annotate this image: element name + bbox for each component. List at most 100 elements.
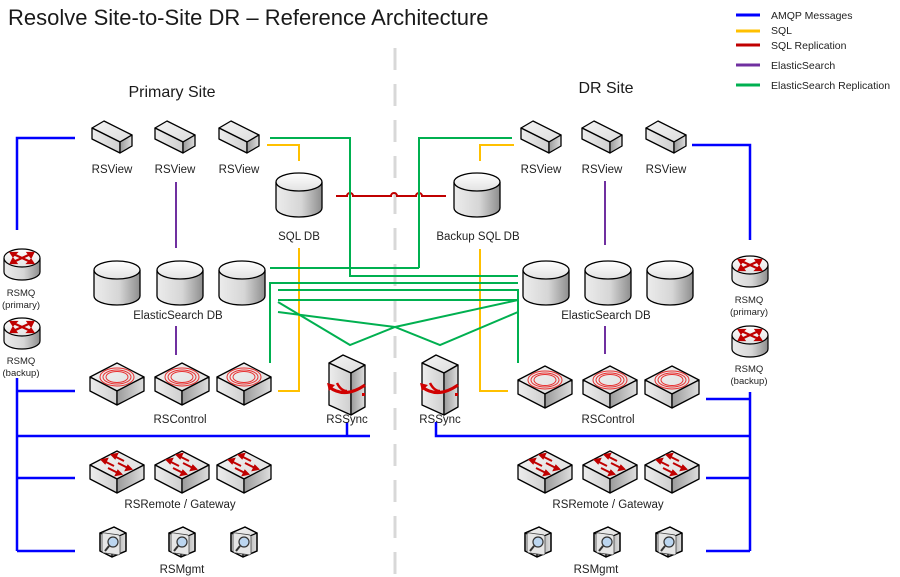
rsview-label: RSView — [155, 164, 196, 176]
server-box-icon[interactable] — [91, 120, 133, 154]
rsview-label: RSView — [582, 164, 623, 176]
rscontrol-label: RSControl — [153, 414, 206, 426]
svg-text:(primary): (primary) — [730, 307, 768, 318]
database-cylinder-icon[interactable] — [584, 260, 632, 306]
server-box-icon[interactable] — [218, 120, 260, 154]
primary-rssync: RSSync — [325, 353, 368, 426]
database-cylinder-icon[interactable] — [453, 172, 501, 218]
sql-lines — [267, 144, 514, 392]
server-box-icon[interactable] — [154, 120, 196, 154]
database-cylinder-icon[interactable] — [93, 260, 141, 306]
rsremote-label: RSRemote / Gateway — [124, 499, 235, 511]
amqp-lines-primary — [15, 136, 370, 553]
svg-text:ElasticSearch: ElasticSearch — [771, 60, 835, 72]
management-console-icon[interactable] — [230, 526, 258, 558]
legend-item-sql: SQL — [736, 25, 792, 37]
management-console-icon[interactable] — [655, 526, 683, 558]
database-cylinder-icon[interactable] — [275, 172, 323, 218]
legend-item-elasticsearch: ElasticSearch — [736, 60, 835, 72]
svg-text:SQL Replication: SQL Replication — [771, 40, 847, 52]
sql-replication-line — [336, 192, 446, 197]
network-switch-icon[interactable] — [154, 450, 210, 494]
elasticsearch-lines — [175, 181, 606, 355]
network-switch-icon[interactable] — [582, 450, 638, 494]
rsview-label: RSView — [219, 164, 260, 176]
rsremote-label: RSRemote / Gateway — [552, 499, 663, 511]
management-console-icon[interactable] — [168, 526, 196, 558]
svg-text:(primary): (primary) — [2, 300, 40, 311]
network-switch-icon[interactable] — [89, 450, 145, 494]
primary-site: RSView RSView RSView SQL DB ElasticSearc… — [2, 120, 368, 576]
svg-text:AMQP Messages: AMQP Messages — [771, 10, 853, 22]
elasticsearch-db-label: ElasticSearch DB — [561, 310, 651, 322]
database-cylinder-icon[interactable] — [218, 260, 266, 306]
rscontrol-label: RSControl — [581, 414, 634, 426]
legend: AMQP Messages SQL SQL Replication Elasti… — [736, 10, 890, 92]
database-cylinder-icon[interactable] — [522, 260, 570, 306]
dr-rsview-group: RSView RSView RSView — [520, 120, 687, 176]
svg-text:SQL: SQL — [771, 25, 792, 37]
amqp-lines-dr — [434, 143, 752, 553]
router-icon[interactable] — [2, 247, 42, 282]
svg-text:(backup): (backup) — [3, 368, 40, 379]
control-switch-icon[interactable] — [216, 362, 272, 406]
rsview-label: RSView — [646, 164, 687, 176]
sync-server-icon[interactable] — [418, 353, 460, 417]
dr-rsmq-backup: RSMQ (backup) — [730, 324, 770, 387]
management-console-icon[interactable] — [99, 526, 127, 558]
svg-text:(backup): (backup) — [731, 376, 768, 387]
network-switch-icon[interactable] — [517, 450, 573, 494]
management-console-icon[interactable] — [524, 526, 552, 558]
control-switch-icon[interactable] — [644, 365, 700, 409]
rsmgmt-label: RSMgmt — [160, 564, 206, 576]
network-switch-icon[interactable] — [644, 450, 700, 494]
rssync-label: RSSync — [419, 414, 461, 426]
database-cylinder-icon[interactable] — [156, 260, 204, 306]
elasticsearch-db-label: ElasticSearch DB — [133, 310, 223, 322]
dr-rscontrol-group: RSControl — [517, 365, 700, 426]
router-icon[interactable] — [730, 324, 770, 359]
primary-site-title: Primary Site — [128, 84, 215, 101]
control-switch-icon[interactable] — [517, 365, 573, 409]
management-console-icon[interactable] — [593, 526, 621, 558]
rssync-label: RSSync — [326, 414, 368, 426]
server-box-icon[interactable] — [581, 120, 623, 154]
dr-rsremote-group: RSRemote / Gateway — [517, 450, 700, 511]
network-switch-icon[interactable] — [216, 450, 272, 494]
primary-rscontrol-group: RSControl — [89, 362, 272, 426]
primary-rsview-group: RSView RSView RSView — [91, 120, 260, 176]
sync-server-icon[interactable] — [325, 353, 367, 417]
svg-text:RSMQ: RSMQ — [7, 356, 36, 367]
dr-elasticsearch-group: ElasticSearch DB — [522, 260, 694, 322]
backup-sql-db-label: Backup SQL DB — [436, 231, 520, 243]
legend-item-elasticsearch-replication: ElasticSearch Replication — [736, 80, 890, 92]
primary-rsmq-primary: RSMQ (primary) — [2, 247, 42, 311]
server-box-icon[interactable] — [520, 120, 562, 154]
database-cylinder-icon[interactable] — [646, 260, 694, 306]
rsview-label: RSView — [521, 164, 562, 176]
legend-item-sql-replication: SQL Replication — [736, 40, 847, 52]
primary-rsmq-backup: RSMQ (backup) — [2, 316, 42, 379]
router-icon[interactable] — [730, 254, 770, 289]
control-switch-icon[interactable] — [154, 362, 210, 406]
svg-text:RSMQ: RSMQ — [735, 364, 764, 375]
dr-rssync: RSSync — [418, 353, 461, 426]
es-replication-lines — [269, 137, 519, 363]
primary-rsremote-group: RSRemote / Gateway — [89, 450, 272, 511]
connections — [15, 136, 752, 553]
primary-sql-db: SQL DB — [275, 172, 323, 243]
svg-text:RSMQ: RSMQ — [7, 288, 36, 299]
server-box-icon[interactable] — [645, 120, 687, 154]
dr-backup-sql-db: Backup SQL DB — [436, 172, 520, 243]
control-switch-icon[interactable] — [89, 362, 145, 406]
dr-rsmgmt-group: RSMgmt — [524, 526, 683, 576]
svg-text:ElasticSearch Replication: ElasticSearch Replication — [771, 80, 890, 92]
dr-site-title: DR Site — [578, 80, 633, 97]
control-switch-icon[interactable] — [582, 365, 638, 409]
router-icon[interactable] — [2, 316, 42, 351]
svg-text:RSMQ: RSMQ — [735, 295, 764, 306]
primary-elasticsearch-group: ElasticSearch DB — [93, 260, 266, 322]
legend-item-amqp: AMQP Messages — [736, 10, 853, 22]
primary-rsmgmt-group: RSMgmt — [99, 526, 258, 576]
